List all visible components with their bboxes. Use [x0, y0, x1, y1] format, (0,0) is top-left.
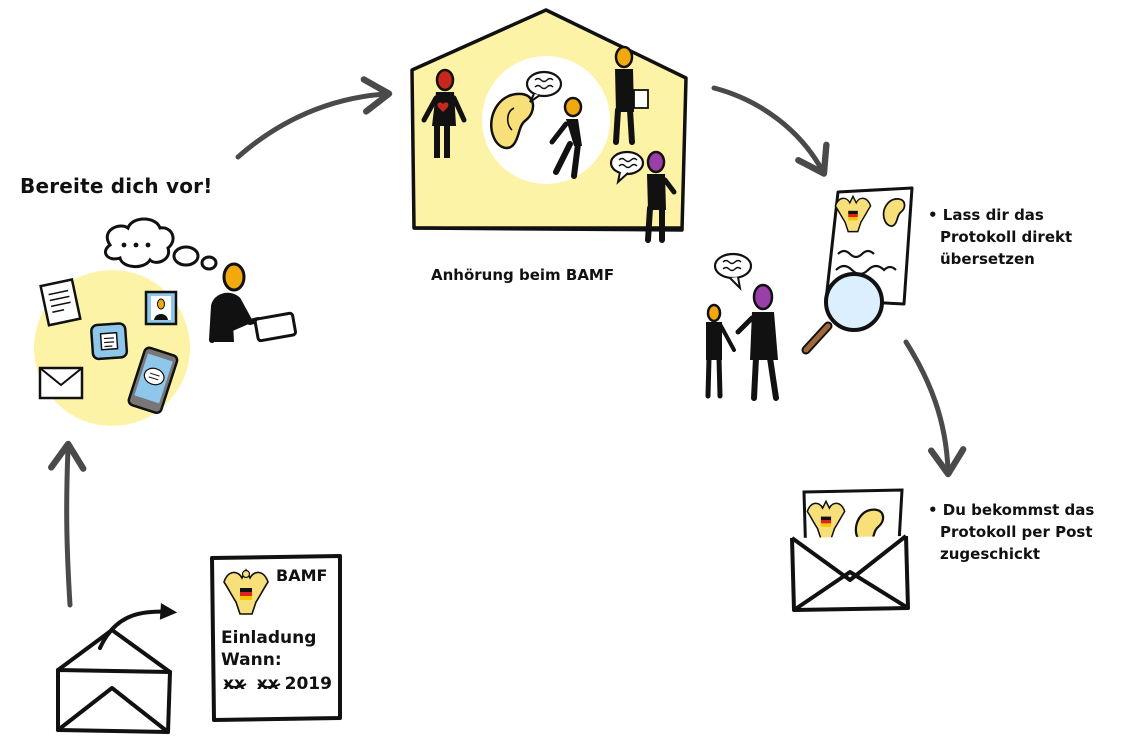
eagle-icon	[223, 568, 269, 615]
arrow-icon	[235, 76, 393, 160]
person-icon	[613, 45, 649, 145]
hearing-caption: Anhörung beim BAMF	[431, 266, 615, 284]
prepare-title: Bereite dich vor!	[20, 174, 213, 198]
document-icon	[39, 278, 82, 327]
speech-bubble-icon	[525, 70, 563, 103]
letter-icon	[210, 554, 342, 722]
protocol-document	[801, 186, 914, 355]
mail-note-line: Protokoll per Post	[940, 523, 1093, 541]
arrow-icon	[711, 85, 830, 177]
ear-icon	[882, 198, 906, 227]
photo-card-icon	[144, 290, 178, 326]
person-icon	[645, 150, 677, 243]
mail-note: • Du bekommst das Protokoll per Post zug…	[928, 499, 1094, 565]
letter-subject: Einladung	[221, 628, 317, 648]
speech-bubble-icon	[713, 252, 753, 291]
arrow-icon	[903, 339, 967, 478]
letter-date: xx xx 2019	[223, 674, 332, 694]
translate-note: • Lass dir das Protokoll direkt übersetz…	[928, 204, 1072, 270]
person-icon	[209, 262, 297, 343]
arrow-icon	[48, 440, 87, 608]
house-icon	[410, 8, 688, 243]
translate-note-line: Protokoll direkt	[940, 228, 1073, 246]
person-icon	[735, 283, 779, 401]
person-icon	[549, 96, 583, 179]
translate-note-line: • Lass dir das	[928, 206, 1044, 224]
smartphone-icon	[127, 346, 179, 415]
letter-when-label: Wann:	[221, 650, 282, 670]
note-icon	[90, 322, 129, 361]
flow-arrows	[48, 76, 967, 608]
translate-note-line: übersetzen	[940, 250, 1035, 268]
thought-bubble-icon	[104, 217, 218, 271]
preparation-scene	[34, 270, 190, 426]
tablet-icon	[253, 311, 297, 343]
mail-note-line: • Du bekommst das	[928, 501, 1095, 519]
mail-note-line: zugeschickt	[940, 545, 1040, 563]
person-icon	[421, 68, 467, 158]
envelope-icon	[38, 366, 84, 400]
speech-bubble-icon	[609, 150, 645, 185]
person-icon	[705, 303, 736, 399]
eagle-icon	[806, 499, 846, 540]
eagle-icon	[834, 194, 872, 233]
ear-icon	[490, 92, 535, 150]
envelope-icon	[790, 488, 910, 612]
magnifier-icon	[801, 272, 884, 355]
envelope-icon	[56, 602, 178, 734]
letter-sender: BAMF	[276, 566, 328, 585]
